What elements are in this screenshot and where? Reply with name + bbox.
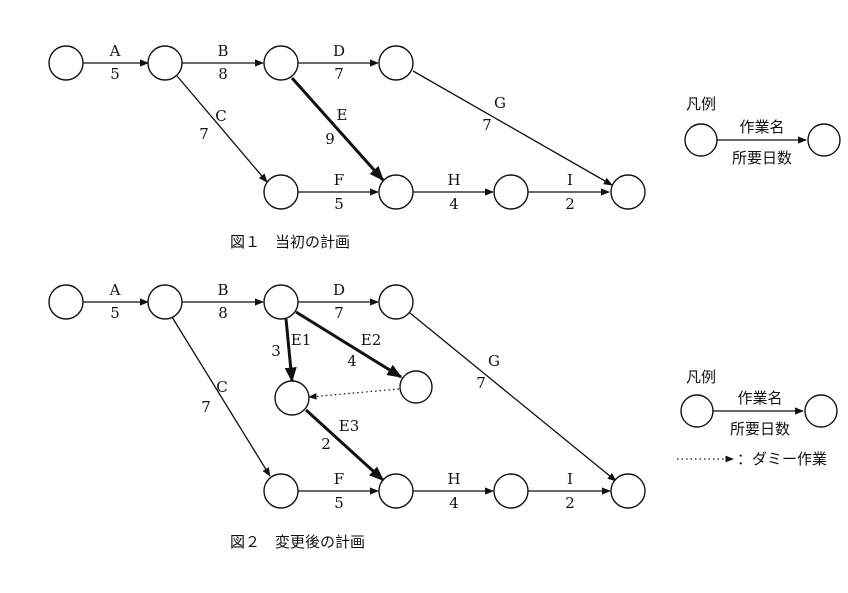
fig2-task-e3: E3: [339, 417, 360, 435]
fig1-days-b: 8: [218, 65, 228, 83]
fig1-legend-node: [807, 123, 841, 157]
fig2-edge-dummy: [308, 388, 400, 400]
fig1-legend-node: [684, 123, 718, 157]
fig1-task-i: I: [567, 171, 573, 189]
fig1-node: [493, 174, 529, 210]
fig2-task-e1: E1: [291, 331, 312, 349]
fig2-legend-task-name: 作業名: [737, 389, 782, 407]
fig1-days-f: 5: [334, 195, 344, 213]
fig1-days-d: 7: [334, 65, 344, 83]
fig1-labels: A 5 B 8 C 7 D 7 E 9 F 5 G 7 H 4 I 2: [109, 42, 575, 213]
fig1-task-d: D: [333, 42, 345, 60]
fig1-task-a: A: [109, 42, 121, 60]
fig1-node: [48, 45, 84, 81]
fig2-days-g: 7: [476, 374, 486, 392]
fig1-task-h: H: [447, 171, 460, 189]
fig1-task-f: F: [334, 171, 344, 189]
fig2-days-f: 5: [334, 494, 344, 512]
fig2-task-c: C: [216, 378, 227, 396]
fig2-task-a: A: [109, 281, 121, 299]
fig2-node: [48, 284, 84, 320]
fig1-legend-duration: 所要日数: [732, 149, 792, 167]
fig1-task-c: C: [215, 107, 226, 125]
fig2-days-d: 7: [334, 304, 344, 322]
fig2-task-b: B: [217, 281, 228, 299]
fig1-legend: 凡例 作業名 所要日数: [684, 95, 841, 167]
fig1-nodes: [48, 45, 646, 210]
fig2-task-f: F: [334, 470, 344, 488]
fig1-task-e: E: [337, 106, 348, 124]
fig2-node: [378, 473, 414, 509]
fig1-caption: 図１ 当初の計画: [230, 233, 350, 251]
fig1-node: [263, 45, 299, 81]
fig1-edge-e: [290, 77, 385, 182]
fig2-legend-node: [680, 394, 714, 428]
fig1-edge-g: [412, 70, 613, 186]
fig2-labels: A 5 B 8 C 7 D 7 E1 3 E2 4 E3 2 F 5 G 7 H…: [109, 281, 575, 512]
fig2-legend-title: 凡例: [686, 368, 716, 386]
fig2-days-e1: 3: [271, 342, 281, 360]
fig2-task-i: I: [567, 470, 573, 488]
fig1-days-h: 4: [449, 195, 459, 213]
fig2-node: [263, 284, 299, 320]
fig2-task-e2: E2: [361, 331, 382, 349]
fig1-edge-c: [176, 75, 268, 183]
fig2-node: [610, 473, 646, 509]
fig1-edges: [83, 59, 613, 196]
fig1-node: [147, 45, 183, 81]
fig1-days-e: 9: [325, 130, 335, 148]
fig2-node: [274, 380, 310, 416]
figure-1: A 5 B 8 C 7 D 7 E 9 F 5 G 7 H 4 I 2 図１ 当…: [48, 42, 841, 251]
fig1-legend-title: 凡例: [686, 95, 716, 113]
fig2-legend: 凡例 作業名 所要日数 ：ダミー作業: [677, 368, 838, 468]
fig2-edge-e2: [295, 310, 403, 379]
fig2-days-c: 7: [201, 398, 211, 416]
fig2-caption: 図２ 変更後の計画: [230, 533, 365, 551]
fig1-node: [378, 174, 414, 210]
fig2-days-e3: 2: [321, 435, 331, 453]
fig2-nodes: [48, 284, 646, 509]
fig2-task-h: H: [447, 470, 460, 488]
fig1-legend-task-name: 作業名: [739, 118, 784, 136]
fig2-task-d: D: [333, 281, 345, 299]
fig2-legend-duration: 所要日数: [730, 420, 790, 438]
fig1-days-c: 7: [199, 125, 209, 143]
fig1-node: [610, 174, 646, 210]
fig2-days-b: 8: [218, 304, 228, 322]
fig1-task-g: G: [494, 94, 506, 112]
fig2-edge-e3: [304, 408, 385, 482]
figure-2: A 5 B 8 C 7 D 7 E1 3 E2 4 E3 2 F 5 G 7 H…: [48, 281, 838, 551]
fig2-node: [147, 284, 183, 320]
fig2-edge-e1: [284, 318, 297, 383]
fig2-legend-dummy-label: ：ダミー作業: [737, 450, 827, 468]
fig2-task-g: G: [488, 352, 500, 370]
fig2-node: [378, 284, 414, 320]
fig2-legend-node: [804, 394, 838, 428]
fig2-node: [263, 473, 299, 509]
fig2-days-e2: 4: [347, 352, 357, 370]
fig2-days-h: 4: [449, 494, 459, 512]
fig1-days-g: 7: [482, 116, 492, 134]
fig2-edges: [83, 298, 617, 495]
fig1-node: [263, 174, 299, 210]
fig2-edge-g: [409, 312, 617, 482]
fig1-days-i: 2: [565, 195, 575, 213]
fig2-node: [493, 473, 529, 509]
fig2-days-a: 5: [110, 304, 120, 322]
fig2-node: [399, 370, 433, 404]
fig1-days-a: 5: [110, 65, 120, 83]
fig2-edge-c: [171, 316, 271, 477]
fig2-days-i: 2: [565, 494, 575, 512]
fig1-node: [378, 45, 414, 81]
fig1-task-b: B: [217, 42, 228, 60]
